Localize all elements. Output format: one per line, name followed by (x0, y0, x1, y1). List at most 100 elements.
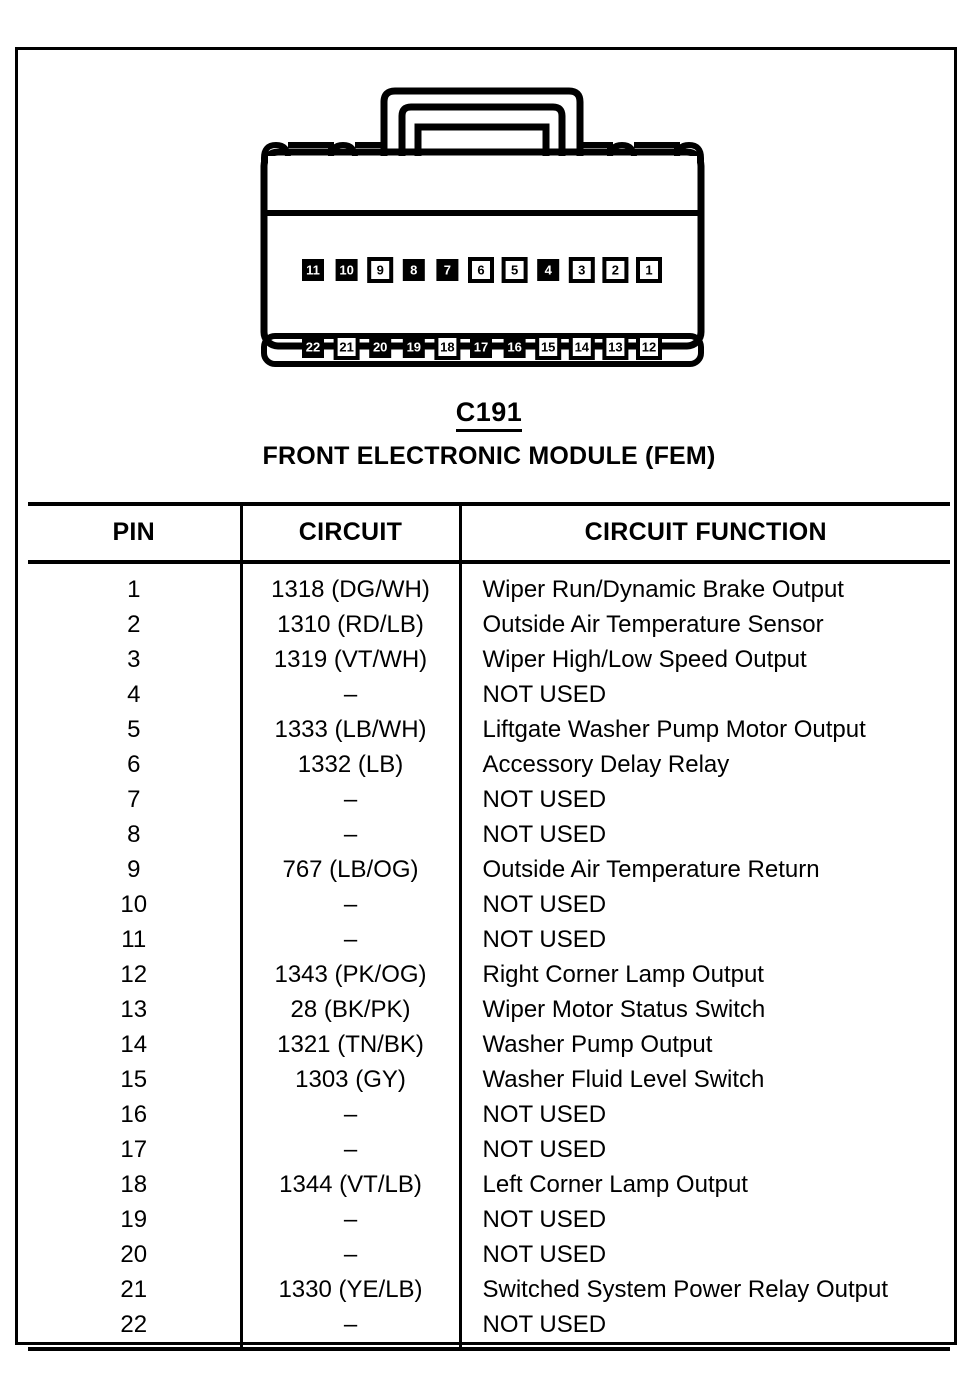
cell-circuit: – (241, 1202, 462, 1237)
pin-square-19 (402, 336, 425, 358)
table-header-row: PIN CIRCUIT CIRCUIT FUNCTION (28, 502, 950, 564)
pin-number-14: 14 (575, 340, 590, 355)
cell-function: NOT USED (482, 1136, 607, 1163)
cell-pin: 10 (28, 887, 243, 922)
cell-function: NOT USED (482, 1206, 607, 1233)
cell-circuit: – (241, 782, 462, 817)
pin-number-2: 2 (612, 263, 619, 278)
cell-circuit: 1332 (LB) (241, 747, 462, 782)
cell-function: Outside Air Temperature Return (482, 856, 820, 883)
table-row: 10–NOT USED (28, 887, 950, 922)
pin-number-19: 19 (407, 340, 421, 355)
pin-number-11: 11 (306, 263, 320, 278)
cell-pin: 5 (28, 712, 243, 747)
pin-square-2 (602, 257, 629, 283)
pin-square-4 (537, 259, 560, 281)
cell-circuit: 1319 (VT/WH) (241, 642, 462, 677)
pin-number-17: 17 (474, 340, 488, 355)
cell-pin: 2 (28, 607, 243, 642)
cell-circuit: – (241, 1307, 462, 1350)
cell-pin: 9 (28, 852, 243, 887)
column-header-pin: PIN (28, 502, 243, 564)
cell-pin: 20 (28, 1237, 243, 1272)
cell-pin: 18 (28, 1167, 243, 1202)
pin-square-13 (602, 334, 629, 360)
cell-pin: 11 (28, 922, 243, 957)
pin-number-6: 6 (477, 263, 484, 278)
pin-square-1 (636, 257, 662, 283)
pin-square-22 (302, 336, 324, 358)
cell-pin: 1 (28, 562, 243, 607)
cell-function: NOT USED (482, 1241, 607, 1268)
connector-body-sides (260, 166, 705, 332)
cell-circuit: 1303 (GY) (241, 1062, 462, 1097)
cell-pin: 6 (28, 747, 243, 782)
cell-function: NOT USED (482, 786, 607, 813)
pin-square-6 (468, 257, 494, 283)
cell-pin: 16 (28, 1097, 243, 1132)
cell-function: Switched System Power Relay Output (482, 1276, 889, 1303)
pin-square-11 (302, 259, 324, 281)
cell-pin: 15 (28, 1062, 243, 1097)
cell-pin: 21 (28, 1272, 243, 1307)
cell-function: Left Corner Lamp Output (482, 1171, 748, 1198)
table-row: 8–NOT USED (28, 817, 950, 852)
cell-circuit: – (241, 922, 462, 957)
cell-circuit: – (241, 817, 462, 852)
cell-pin: 7 (28, 782, 243, 817)
table-row: 16–NOT USED (28, 1097, 950, 1132)
pin-number-10: 10 (339, 263, 353, 278)
table-row: 17–NOT USED (28, 1132, 950, 1167)
table-row: 4–NOT USED (28, 677, 950, 712)
cell-circuit: 28 (BK/PK) (241, 992, 462, 1027)
column-header-function: CIRCUIT FUNCTION (460, 502, 950, 564)
pin-number-13: 13 (608, 340, 622, 355)
pin-square-10 (335, 259, 358, 281)
cell-function: NOT USED (482, 891, 607, 918)
pin-square-14 (568, 334, 595, 360)
cell-function: Wiper Motor Status Switch (482, 996, 766, 1023)
pin-square-15 (535, 334, 562, 360)
table-row: 22–NOT USED (28, 1307, 950, 1350)
pin-number-7: 7 (444, 263, 451, 278)
cell-function: NOT USED (482, 926, 607, 953)
pin-square-12 (636, 334, 662, 360)
connector-body-upper-mask (268, 156, 697, 210)
cell-circuit: 1333 (LB/WH) (241, 712, 462, 747)
pin-number-5: 5 (511, 263, 518, 278)
cell-pin: 22 (28, 1307, 243, 1350)
connector-title-block: C191 FRONT ELECTRONIC MODULE (FEM) (18, 397, 960, 471)
pin-number-9: 9 (377, 263, 384, 278)
cell-circuit: 1318 (DG/WH) (241, 562, 462, 607)
pin-square-20 (369, 336, 392, 358)
pin-number-16: 16 (507, 340, 521, 355)
cell-circuit: 1344 (VT/LB) (241, 1167, 462, 1202)
cell-pin: 8 (28, 817, 243, 852)
pin-square-17 (470, 336, 492, 358)
cell-circuit: – (241, 677, 462, 712)
pin-square-16 (503, 336, 526, 358)
cell-circuit: 1330 (YE/LB) (241, 1272, 462, 1307)
cell-circuit: – (241, 1097, 462, 1132)
cell-function: Washer Fluid Level Switch (482, 1066, 765, 1093)
cell-pin: 13 (28, 992, 243, 1027)
cell-function: Wiper Run/Dynamic Brake Output (482, 576, 844, 603)
connector-id-label: C191 (455, 397, 523, 432)
cell-function: Right Corner Lamp Output (482, 961, 764, 988)
pin-square-9 (367, 257, 394, 283)
table-bottom-rule (28, 1347, 950, 1351)
cell-pin: 19 (28, 1202, 243, 1237)
